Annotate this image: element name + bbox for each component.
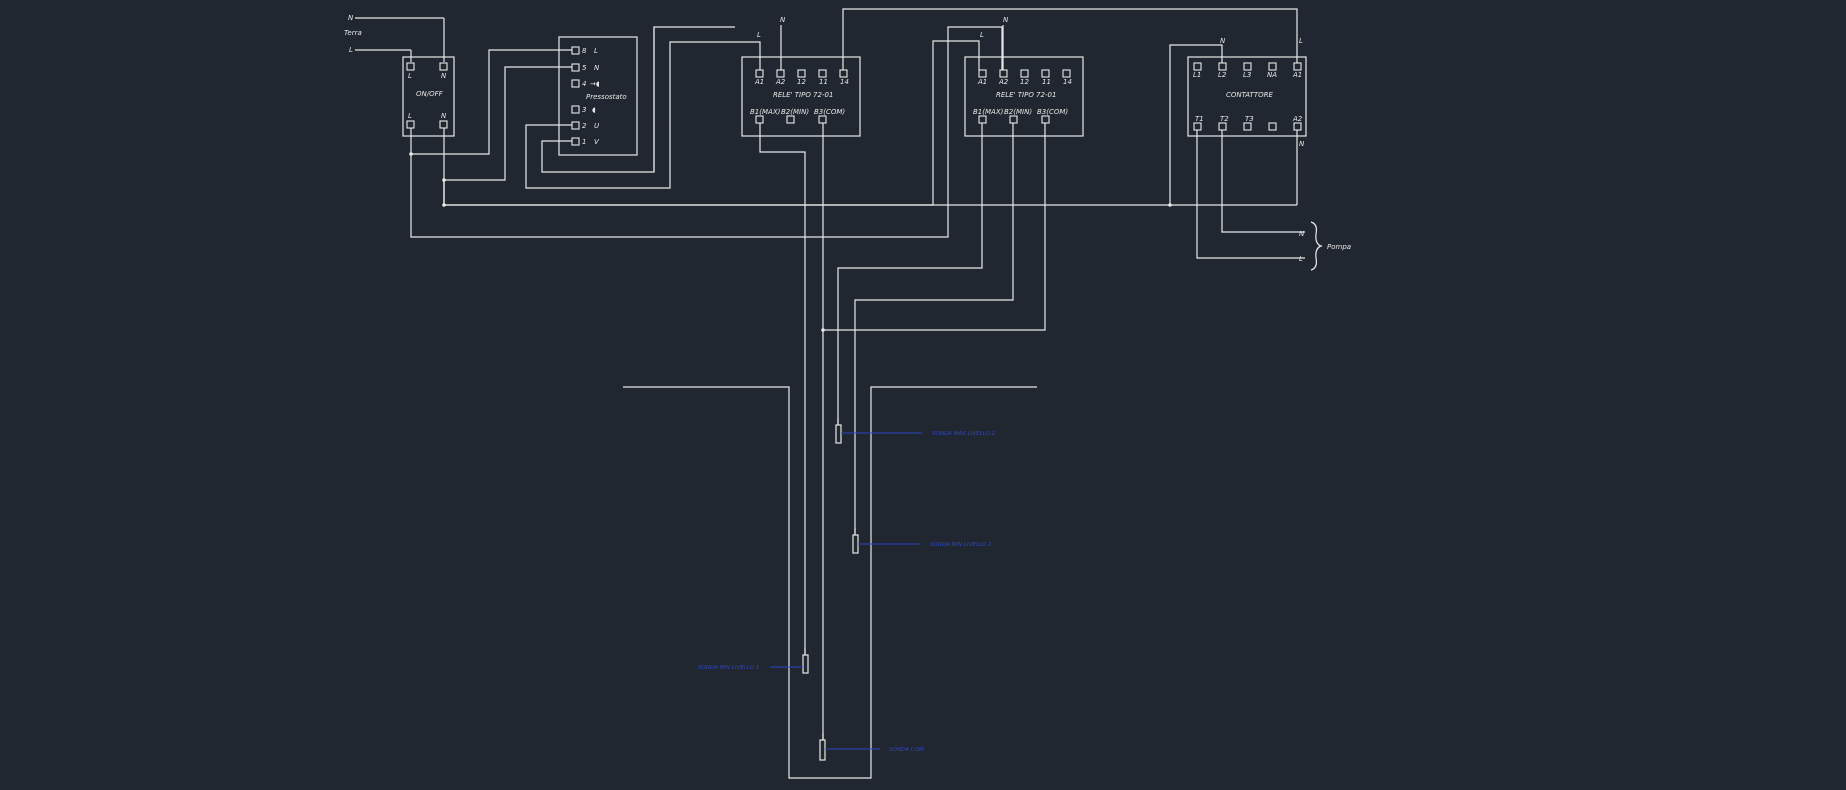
relay2-title: RELE' TIPO 72-01 — [996, 91, 1056, 99]
sel-row-3-sym: →◖ — [590, 80, 600, 88]
pump-n: N — [1299, 230, 1305, 238]
relay1-b3: B3(COM) — [814, 108, 845, 116]
probe-1-label: SONDA MAX LIVELLO 2 — [932, 431, 996, 437]
contactor-a1: A1 — [1292, 71, 1302, 79]
contactor-t2: T2 — [1220, 115, 1229, 123]
relay1-feed-l: L — [757, 31, 761, 39]
supply-ground-label: Terra — [344, 29, 362, 37]
supply-n-label: N — [348, 14, 354, 22]
contactor-t3: T3 — [1245, 115, 1254, 123]
wiring — [410, 8, 1305, 779]
contactor-l1: L1 — [1193, 71, 1201, 79]
sel-row-3-num: 4 — [582, 80, 586, 88]
sel-row-5-num: 2 — [582, 122, 587, 130]
selector-title: Pressostato — [586, 93, 627, 101]
contactor-na: NA — [1267, 71, 1277, 79]
onoff-title: ON/OFF — [416, 90, 444, 98]
contactor: L1 L2 L3 NA A1 CONTATTORE T1 T2 T3 A2 — [1187, 56, 1307, 137]
probe-4-label: SONDA COM — [889, 747, 924, 753]
sel-row-5-sym: U — [594, 122, 599, 130]
selector-block: 8 L 5 N 4 →◖ Pressostato 3 ◖ 2 U 1 V — [558, 36, 638, 156]
contactor-l2: L2 — [1218, 71, 1227, 79]
sel-row-6-sym: V — [594, 138, 600, 146]
sel-row-1-sym: L — [594, 47, 598, 55]
relay2-b1: B1(MAX) — [973, 108, 1004, 116]
contactor-out-n: N — [1299, 140, 1305, 148]
relay1-title: RELE' TIPO 72-01 — [773, 91, 833, 99]
probe-3-label: SONDA MIN LIVELLO 1 — [698, 665, 759, 671]
relay2-11: 11 — [1042, 78, 1051, 86]
probe-2-label: SONDA MIN LIVELLO 2 — [930, 542, 992, 548]
relay1-14: 14 — [840, 78, 849, 86]
sel-row-4-sym: ◖ — [592, 106, 596, 114]
probe-min-level-1: SONDA MIN LIVELLO 1 — [698, 648, 809, 674]
onoff-switch: L N ON/OFF L N — [402, 56, 455, 137]
contactor-feed-n: N — [1220, 37, 1226, 45]
sel-row-4-num: 3 — [582, 106, 586, 114]
contactor-t1: T1 — [1195, 115, 1204, 123]
relay2-feed-l: L — [980, 31, 984, 39]
onoff-top-l: L — [408, 72, 412, 80]
relay2-b2: B2(MIN) — [1004, 108, 1032, 116]
relay2-12: 12 — [1020, 78, 1029, 86]
sel-row-6-num: 1 — [582, 138, 586, 146]
pump-l: L — [1299, 255, 1303, 263]
pump-brace — [1310, 221, 1323, 271]
sel-row-2-num: 5 — [582, 64, 587, 72]
junction-dots — [409, 152, 1172, 332]
sel-row-1-num: 8 — [582, 47, 587, 55]
supply-l-label: L — [349, 46, 353, 54]
relay1-b2: B2(MIN) — [781, 108, 809, 116]
probe-common: SONDA COM — [819, 733, 924, 761]
relay1-a1: A1 — [754, 78, 764, 86]
contactor-feed-l: L — [1299, 37, 1303, 45]
probe-max-level-2: SONDA MAX LIVELLO 2 — [835, 418, 996, 444]
onoff-bot-n: N — [441, 112, 447, 120]
probe-min-level-2: SONDA MIN LIVELLO 2 — [852, 528, 992, 554]
sel-row-2-sym: N — [594, 64, 600, 72]
relay1-a2: A2 — [775, 78, 786, 86]
relay2-b3: B3(COM) — [1037, 108, 1068, 116]
relay-1: A1 A2 12 11 14 RELE' TIPO 72-01 B1(MAX) … — [741, 56, 861, 137]
relay2-a2: A2 — [998, 78, 1009, 86]
relay1-12: 12 — [797, 78, 806, 86]
contactor-a2: A2 — [1292, 115, 1303, 123]
contactor-l3: L3 — [1243, 71, 1251, 79]
relay2-feed-n: N — [1003, 16, 1009, 24]
relay1-b1: B1(MAX) — [750, 108, 781, 116]
relay-2: A1 A2 12 11 14 RELE' TIPO 72-01 B1(MAX) … — [964, 56, 1084, 137]
relay2-14: 14 — [1063, 78, 1072, 86]
relay1-11: 11 — [819, 78, 828, 86]
contactor-title: CONTATTORE — [1226, 91, 1273, 99]
onoff-top-n: N — [441, 72, 447, 80]
relay1-feed-n: N — [780, 16, 786, 24]
onoff-bot-l: L — [408, 112, 412, 120]
pump-label: Pompa — [1327, 243, 1351, 251]
relay2-a1: A1 — [977, 78, 987, 86]
